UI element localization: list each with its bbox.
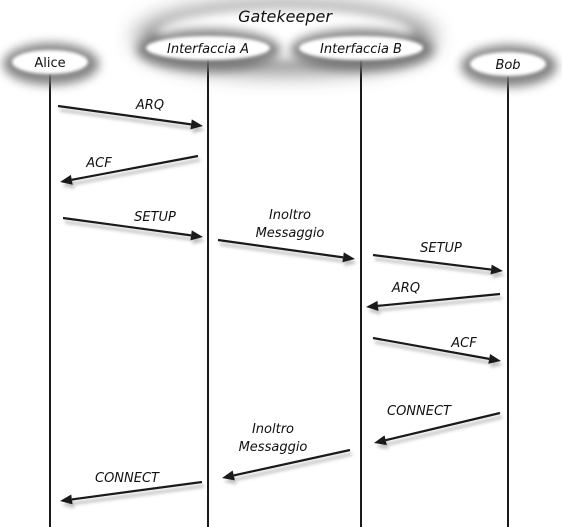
message-arrow-shadow bbox=[374, 340, 492, 365]
message-8: CONNECT bbox=[374, 404, 503, 450]
message-arrowhead bbox=[490, 264, 503, 275]
message-arrow bbox=[57, 104, 192, 126]
message-label: Messaggio bbox=[256, 226, 325, 241]
message-arrowhead bbox=[60, 174, 73, 185]
message-label: CONNECT bbox=[387, 404, 452, 419]
message-arrowhead bbox=[222, 470, 235, 481]
message-label: SETUP bbox=[134, 210, 176, 225]
message-arrow-shadow bbox=[64, 220, 194, 241]
message-arrowhead bbox=[60, 494, 73, 505]
message-arrow bbox=[71, 154, 199, 181]
message-3: SETUP bbox=[62, 210, 205, 245]
participant-label: Alice bbox=[34, 56, 65, 71]
message-label: SETUP bbox=[420, 241, 462, 256]
message-label: ARQ bbox=[391, 281, 420, 296]
message-arrow-shadow bbox=[59, 108, 194, 130]
message-arrow bbox=[233, 448, 351, 477]
message-arrow bbox=[372, 253, 492, 271]
message-label: CONNECT bbox=[95, 471, 160, 486]
participant-ifaceA: Interfaccia A bbox=[137, 29, 281, 71]
message-arrow-shadow bbox=[73, 158, 201, 186]
message-arrowhead bbox=[190, 230, 203, 241]
gatekeeper-title: Gatekeeper bbox=[238, 7, 333, 26]
participant-bob: Bob bbox=[461, 45, 557, 87]
message-arrow-shadow bbox=[374, 257, 494, 276]
participant-label: Interfaccia B bbox=[320, 42, 402, 57]
message-arrow bbox=[71, 480, 203, 501]
participant-ellipse bbox=[146, 36, 270, 60]
message-label: Messaggio bbox=[239, 440, 308, 455]
message-arrowhead bbox=[488, 353, 501, 364]
message-arrow bbox=[377, 292, 501, 307]
participant-label: Interfaccia A bbox=[167, 42, 249, 57]
message-arrow bbox=[372, 336, 490, 360]
message-label: ARQ bbox=[135, 98, 164, 113]
participant-alice: Alice bbox=[3, 43, 99, 85]
participant-ellipse bbox=[12, 50, 88, 74]
message-arrowhead bbox=[374, 435, 387, 446]
message-10: CONNECT bbox=[60, 471, 205, 509]
message-arrow-shadow bbox=[219, 242, 346, 263]
message-arrowhead bbox=[342, 252, 355, 263]
message-arrowhead bbox=[366, 300, 379, 311]
participants: Alice Interfaccia A Interfaccia B Bob bbox=[3, 29, 557, 87]
message-arrow bbox=[385, 411, 501, 442]
message-arrow bbox=[62, 216, 192, 237]
message-1: ARQ bbox=[57, 98, 205, 134]
message-arrow-shadow bbox=[387, 415, 503, 446]
participant-label: Bob bbox=[495, 58, 520, 73]
message-7: ACF bbox=[372, 336, 503, 368]
message-5: SETUP bbox=[372, 241, 505, 279]
lifelines bbox=[49, 60, 513, 527]
participant-ellipse bbox=[470, 52, 546, 76]
message-arrow-shadow bbox=[73, 484, 205, 505]
message-label: ACF bbox=[450, 336, 477, 351]
message-arrow bbox=[217, 238, 344, 259]
message-label: Inoltro bbox=[269, 208, 311, 223]
participant-ifaceB: Interfaccia B bbox=[290, 29, 434, 71]
message-6: ARQ bbox=[366, 281, 503, 315]
message-arrow-shadow bbox=[379, 296, 503, 312]
message-arrowhead bbox=[190, 119, 203, 130]
participant-ellipse bbox=[299, 36, 423, 60]
message-label: Inoltro bbox=[252, 422, 294, 437]
message-arrow-shadow bbox=[235, 452, 353, 481]
message-2: ACF bbox=[60, 154, 201, 189]
message-label: ACF bbox=[85, 156, 112, 171]
